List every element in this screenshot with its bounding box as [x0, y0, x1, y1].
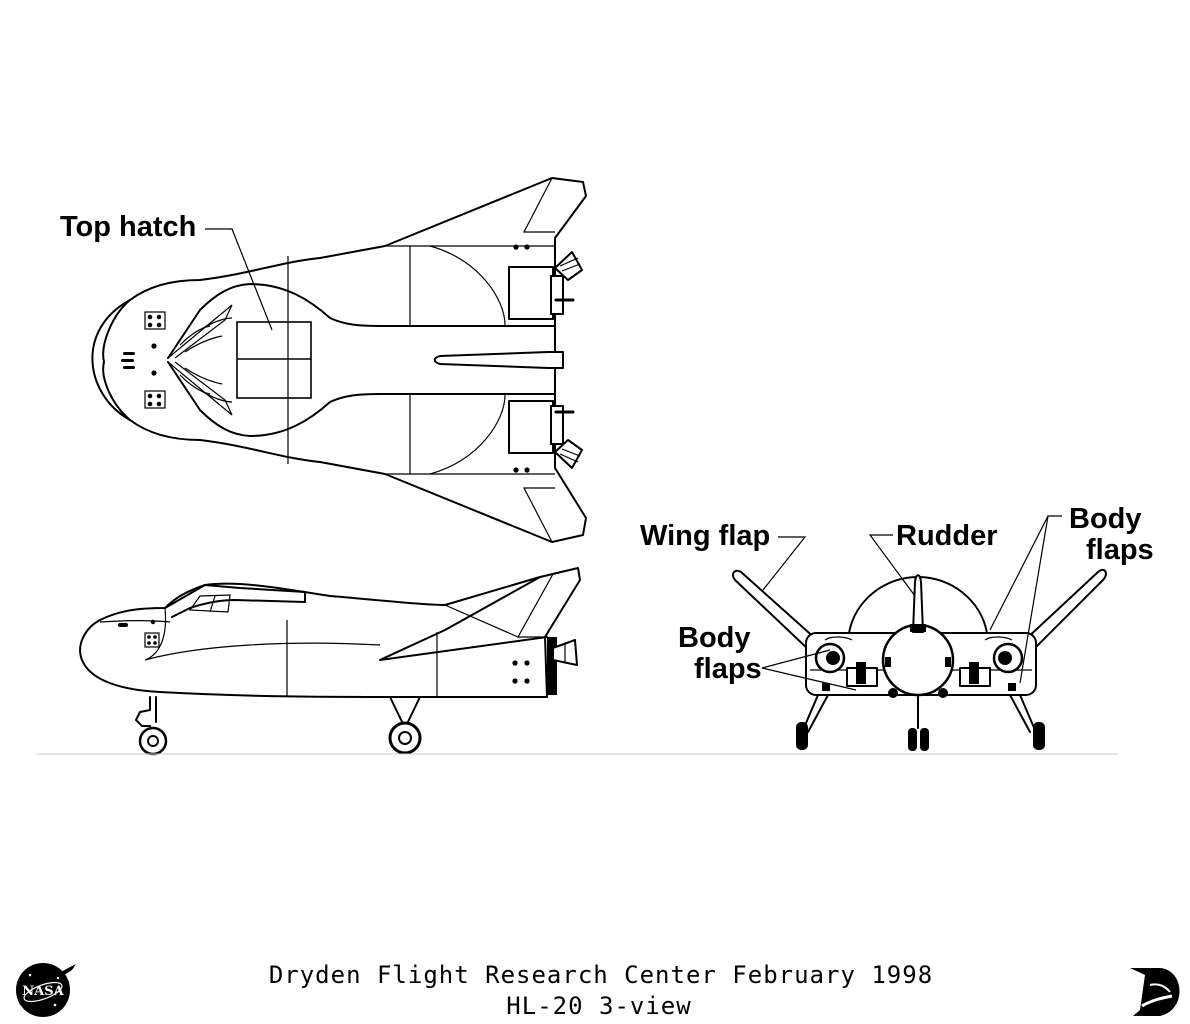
- top-hatch-leader: [205, 228, 273, 331]
- label-body-flaps-right-1: Body: [1069, 503, 1142, 535]
- front-view: [731, 515, 1107, 751]
- label-body-flaps-left-2: flaps: [694, 653, 762, 685]
- side-nose-gear: [135, 696, 154, 736]
- top-view: [91, 177, 587, 543]
- label-rudder: Rudder: [896, 520, 998, 552]
- body-flaps-right-leader: [989, 515, 1062, 631]
- body-flaps-left-leader: [761, 649, 831, 669]
- side-view-fuselage: [79, 567, 581, 698]
- wing-flap-leader: [762, 536, 807, 591]
- dryden-logo-icon: [1130, 968, 1180, 1016]
- label-body-flaps-right-2: flaps: [1086, 534, 1154, 566]
- label-body-flaps-left-1: Body: [678, 622, 751, 654]
- label-wing-flap: Wing flap: [640, 520, 770, 552]
- dorsal-spine: [167, 283, 556, 437]
- nasa-logo-text: NASA: [22, 984, 64, 999]
- top-view-outline: [91, 177, 587, 543]
- rudder-leader: [868, 534, 916, 597]
- label-top-hatch: Top hatch: [60, 211, 196, 243]
- front-wing-left: [731, 569, 818, 651]
- caption-line-2: HL-20 3-view: [506, 992, 691, 1020]
- top-view-rudder: [433, 351, 564, 369]
- nasa-meatball-icon: NASA: [16, 963, 76, 1017]
- side-view: [79, 567, 581, 756]
- caption-line-1: Dryden Flight Research Center February 1…: [269, 961, 933, 989]
- top-hatch: [236, 321, 312, 399]
- front-rudder: [912, 574, 924, 633]
- front-wing-right: [1024, 568, 1107, 651]
